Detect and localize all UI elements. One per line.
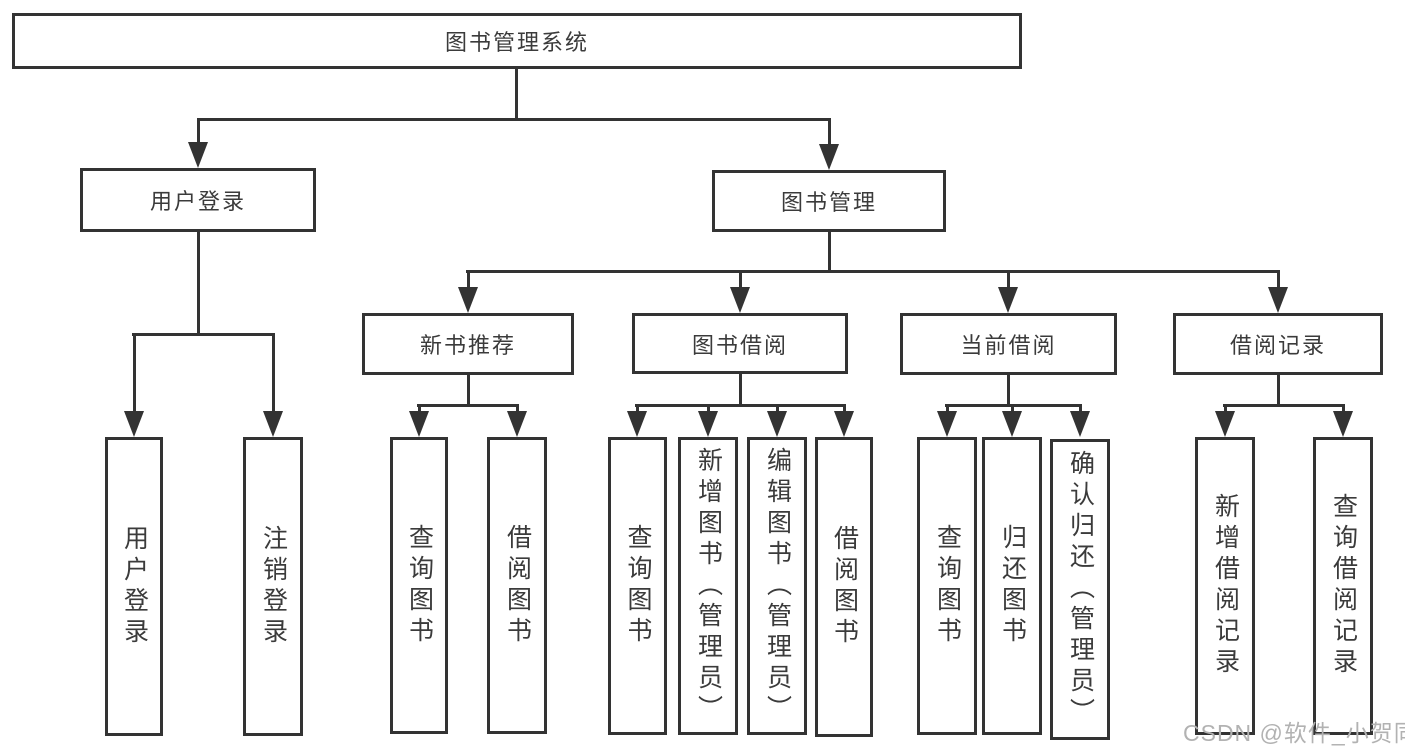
connector-line <box>1007 375 1010 406</box>
node-book-management: 图书管理 <box>712 170 946 232</box>
arrow-down-icon <box>409 411 429 437</box>
connector-line <box>515 69 518 120</box>
arrow-down-icon <box>730 287 750 313</box>
connector-line <box>467 375 470 406</box>
node-book-borrow: 图书借阅 <box>632 313 848 374</box>
node-current-borrow: 当前借阅 <box>900 313 1117 375</box>
leaf-current-return-book: 归还图书 <box>982 437 1042 735</box>
connector-line <box>197 232 200 335</box>
leaf-borrow-query-book: 查询图书 <box>608 437 667 735</box>
connector-line <box>635 404 846 407</box>
node-new-book-recommend: 新书推荐 <box>362 313 574 375</box>
connector-line <box>1224 406 1227 413</box>
connector-line <box>197 120 200 144</box>
arrow-down-icon <box>819 144 839 170</box>
arrow-down-icon <box>458 287 478 313</box>
arrow-down-icon <box>188 142 208 168</box>
connector-line <box>828 232 831 273</box>
connector-line <box>1011 406 1014 413</box>
connector-line <box>1277 375 1280 406</box>
leaf-current-query-book: 查询图书 <box>917 437 977 735</box>
connector-line <box>739 272 742 289</box>
arrow-down-icon <box>1070 411 1090 437</box>
csdn-watermark: CSDN @软件_小贺同学 <box>1183 720 1405 746</box>
connector-line <box>1007 272 1010 289</box>
connector-line <box>1223 404 1345 407</box>
connector-line <box>636 406 639 413</box>
connector-line <box>946 406 949 413</box>
leaf-newbook-query-book: 查询图书 <box>390 437 448 734</box>
arrow-down-icon <box>1002 411 1022 437</box>
arrow-down-icon <box>1215 411 1235 437</box>
connector-line <box>467 272 470 289</box>
connector-line <box>1079 406 1082 413</box>
connector-line <box>466 270 1280 273</box>
connector-line <box>945 404 1082 407</box>
connector-line <box>133 335 136 413</box>
arrow-down-icon <box>1268 287 1288 313</box>
connector-line <box>132 333 275 336</box>
connector-line <box>1277 272 1280 289</box>
arrow-down-icon <box>124 411 144 437</box>
connector-line <box>739 374 742 406</box>
arrow-down-icon <box>1333 411 1353 437</box>
arrow-down-icon <box>698 411 718 437</box>
leaf-user-login: 用户登录 <box>105 437 163 736</box>
arrow-down-icon <box>998 287 1018 313</box>
arrow-down-icon <box>767 411 787 437</box>
connector-line <box>417 404 519 407</box>
leaf-record-add-record: 新增借阅记录 <box>1195 437 1255 735</box>
node-root: 图书管理系统 <box>12 13 1022 69</box>
leaf-borrow-borrow-book: 借阅图书 <box>815 437 873 737</box>
leaf-borrow-edit-book-admin: 编辑图书（管理员） <box>747 437 807 735</box>
arrow-down-icon <box>263 411 283 437</box>
arrow-down-icon <box>627 411 647 437</box>
connector-line <box>707 406 710 413</box>
node-borrow-record: 借阅记录 <box>1173 313 1383 375</box>
leaf-current-confirm-return-admin: 确认归还（管理员） <box>1050 439 1110 740</box>
leaf-record-query-record: 查询借阅记录 <box>1313 437 1373 735</box>
node-user-login: 用户登录 <box>80 168 316 232</box>
connector-line <box>516 406 519 413</box>
connector-line <box>1342 406 1345 413</box>
connector-line <box>272 335 275 413</box>
leaf-newbook-borrow-book: 借阅图书 <box>487 437 547 734</box>
arrow-down-icon <box>937 411 957 437</box>
connector-line <box>828 120 831 146</box>
connector-line <box>843 406 846 413</box>
connector-line <box>418 406 421 413</box>
leaf-borrow-add-book-admin: 新增图书（管理员） <box>678 437 738 735</box>
connector-line <box>776 406 779 413</box>
arrow-down-icon <box>507 411 527 437</box>
connector-line <box>197 118 831 121</box>
leaf-logout: 注销登录 <box>243 437 303 736</box>
arrow-down-icon <box>834 411 854 437</box>
